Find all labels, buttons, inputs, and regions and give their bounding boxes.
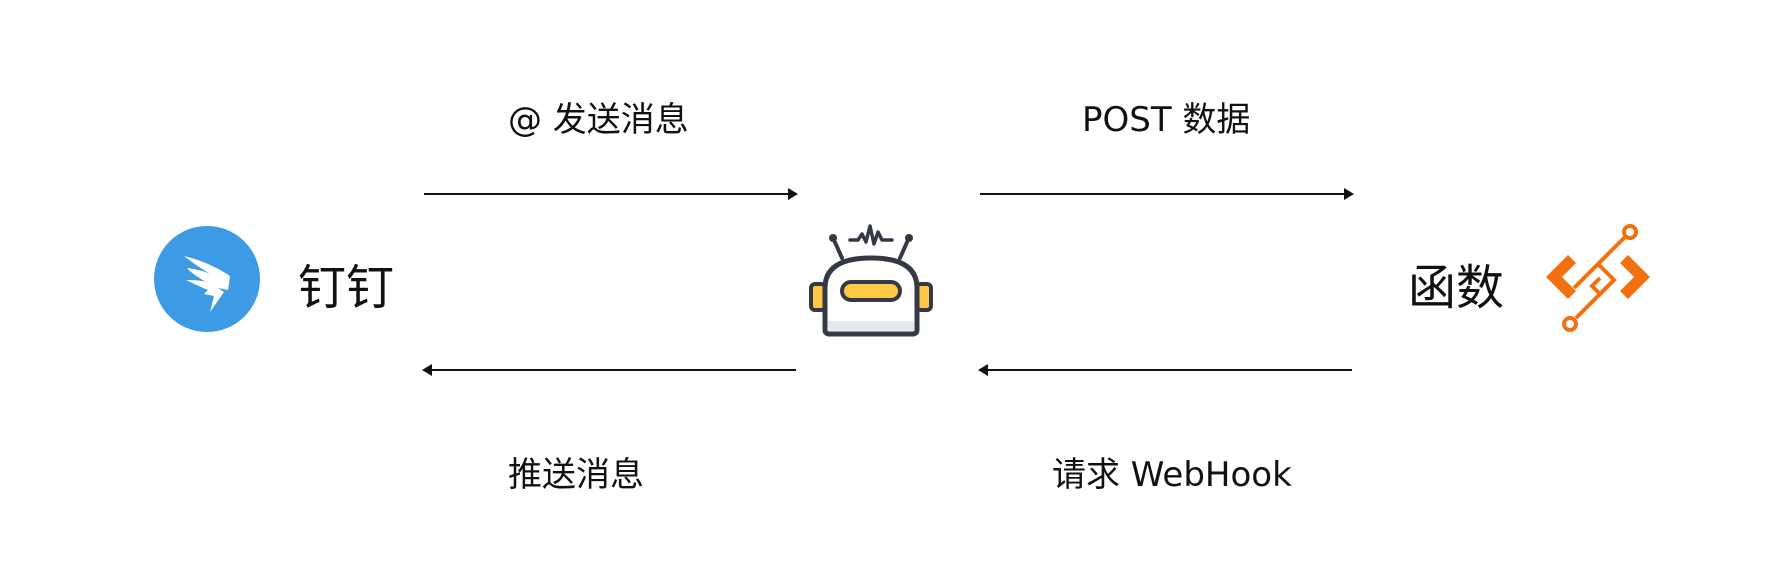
edge-label-send-message: @ 发送消息: [508, 100, 689, 140]
robot-icon: [806, 218, 936, 338]
function-label: 函数: [1408, 260, 1505, 316]
function-compute-logo-icon: [1540, 222, 1656, 334]
edge-label-post-data: POST 数据: [1082, 100, 1251, 140]
dingtalk-label: 钉钉: [298, 260, 395, 316]
arrow-robot-to-function: [980, 188, 1354, 200]
arrow-dingtalk-to-robot: [424, 188, 798, 200]
arrow-robot-to-dingtalk: [422, 364, 796, 376]
edge-label-request-webhook: 请求 WebHook: [1052, 455, 1292, 495]
dingtalk-logo-icon: [154, 226, 260, 332]
edge-label-push-message: 推送消息: [508, 455, 644, 495]
arrow-function-to-robot: [978, 364, 1352, 376]
